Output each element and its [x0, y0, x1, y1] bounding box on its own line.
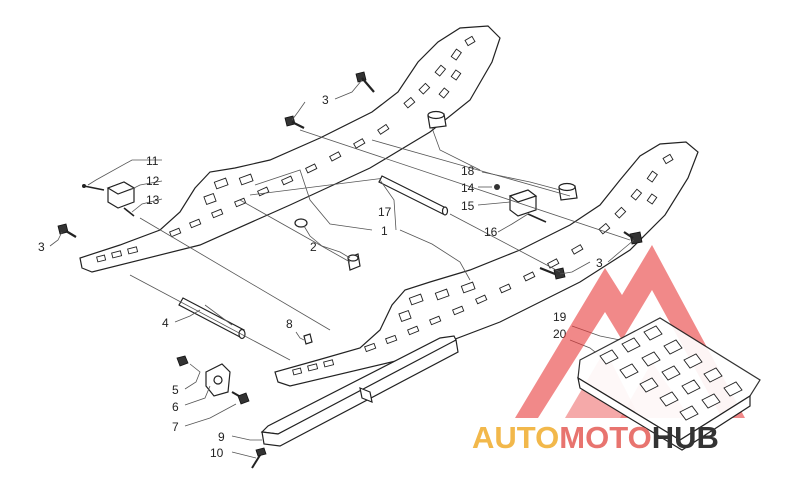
watermark-text: AUTOMOTOHUB	[472, 420, 719, 455]
callout-8: 8	[286, 317, 293, 331]
callout-9: 9	[218, 430, 225, 444]
callout-18: 18	[461, 164, 475, 178]
bolt-3-mid	[284, 115, 305, 129]
watermark-word-auto: AUTO	[472, 420, 559, 455]
spacer-18a	[427, 110, 447, 129]
nut-5	[176, 355, 189, 367]
nut-14	[494, 184, 500, 190]
screw-16	[527, 213, 547, 223]
callout-3c: 3	[596, 256, 603, 270]
callout-3a: 3	[322, 93, 329, 107]
bolt-7	[231, 391, 250, 405]
bolt-3-left	[57, 223, 77, 238]
spacer-18b	[558, 182, 578, 201]
bolt-3-lower	[539, 266, 566, 280]
callout-14: 14	[461, 181, 475, 195]
watermark-word-moto: MOTO	[559, 420, 651, 455]
callout-1: 1	[381, 224, 388, 238]
callout-3b: 3	[38, 240, 45, 254]
callout-15: 15	[461, 199, 475, 213]
slide-9	[260, 335, 459, 447]
rail-upper-slots	[96, 35, 476, 263]
wear-pad-19-20	[577, 317, 761, 451]
callout-7: 7	[172, 420, 179, 434]
callout-6: 6	[172, 400, 179, 414]
watermark-word-hub: HUB	[652, 420, 719, 455]
rail-lower	[274, 141, 699, 387]
plug-8	[303, 333, 313, 345]
rail-lower-slots	[292, 153, 674, 376]
callout-17: 17	[378, 205, 392, 219]
rail-upper	[79, 25, 501, 273]
callout-2: 2	[310, 240, 317, 254]
callout-4: 4	[162, 316, 169, 330]
callout-16: 16	[484, 225, 498, 239]
callout-20: 20	[553, 327, 567, 341]
pin-11	[83, 185, 105, 191]
callout-13: 13	[146, 193, 160, 207]
bolt-3-top	[355, 71, 375, 93]
callout-labels: 1 2 3 3 3 4 5 6 7 8 9 10 11 12 13 14 15 …	[38, 93, 603, 460]
slide-block-15	[508, 189, 538, 217]
slide-block-12	[106, 181, 136, 209]
callout-12: 12	[146, 174, 160, 188]
svg-text:AUTOMOTOHUB: AUTOMOTOHUB	[472, 420, 719, 455]
callout-11: 11	[146, 154, 159, 168]
pin-13	[123, 207, 135, 217]
washer-2a	[294, 218, 308, 228]
callout-10: 10	[210, 446, 224, 460]
callout-5: 5	[172, 383, 179, 397]
callout-19: 19	[553, 310, 567, 324]
bracket-6	[205, 363, 231, 397]
